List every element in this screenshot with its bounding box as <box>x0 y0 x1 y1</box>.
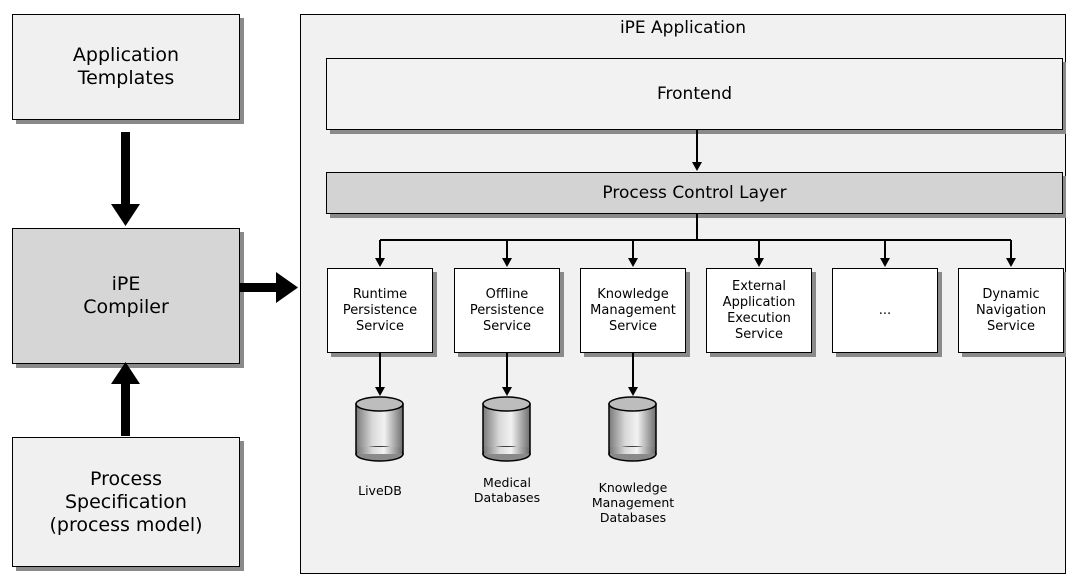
external-application-execution-service: External Application Execution Service <box>706 268 812 353</box>
medical-databases-cylinder-icon <box>482 396 531 462</box>
medical-databases-label: Medical Databases <box>473 475 541 505</box>
ipe-application-title: iPE Application <box>619 18 747 38</box>
offline-persistence-service: Offline Persistence Service <box>454 268 560 353</box>
frontend-box: Frontend <box>326 58 1063 130</box>
application-templates-box: Application Templates <box>12 14 240 120</box>
knowledge-databases-cylinder-icon <box>608 396 657 462</box>
db-arrowheads <box>375 387 638 396</box>
dynamic-navigation-service: Dynamic Navigation Service <box>958 268 1064 353</box>
specification-to-compiler-arrow <box>111 362 140 436</box>
pcl-to-services-bus <box>379 214 1012 259</box>
frontend-to-pcl-arrow <box>692 130 702 171</box>
livedb-cylinder-icon <box>355 396 404 462</box>
process-specification-box: Process Specification (process model) <box>12 437 240 567</box>
templates-to-compiler-arrow <box>111 132 140 226</box>
diagram-connectors <box>111 130 1016 462</box>
runtime-persistence-service: Runtime Persistence Service <box>327 268 433 353</box>
knowledge-management-service: Knowledge Management Service <box>580 268 686 353</box>
service-to-db-arrows <box>379 353 634 388</box>
ipe-compiler-box: iPE Compiler <box>12 228 240 364</box>
service-arrowheads <box>375 258 1016 267</box>
process-control-layer-box: Process Control Layer <box>326 172 1063 214</box>
ellipsis-service: ... <box>832 268 938 353</box>
compiler-to-application-arrow <box>240 272 298 303</box>
livedb-label: LiveDB <box>358 483 402 498</box>
knowledge-management-databases-label: Knowledge Management Databases <box>591 480 675 525</box>
